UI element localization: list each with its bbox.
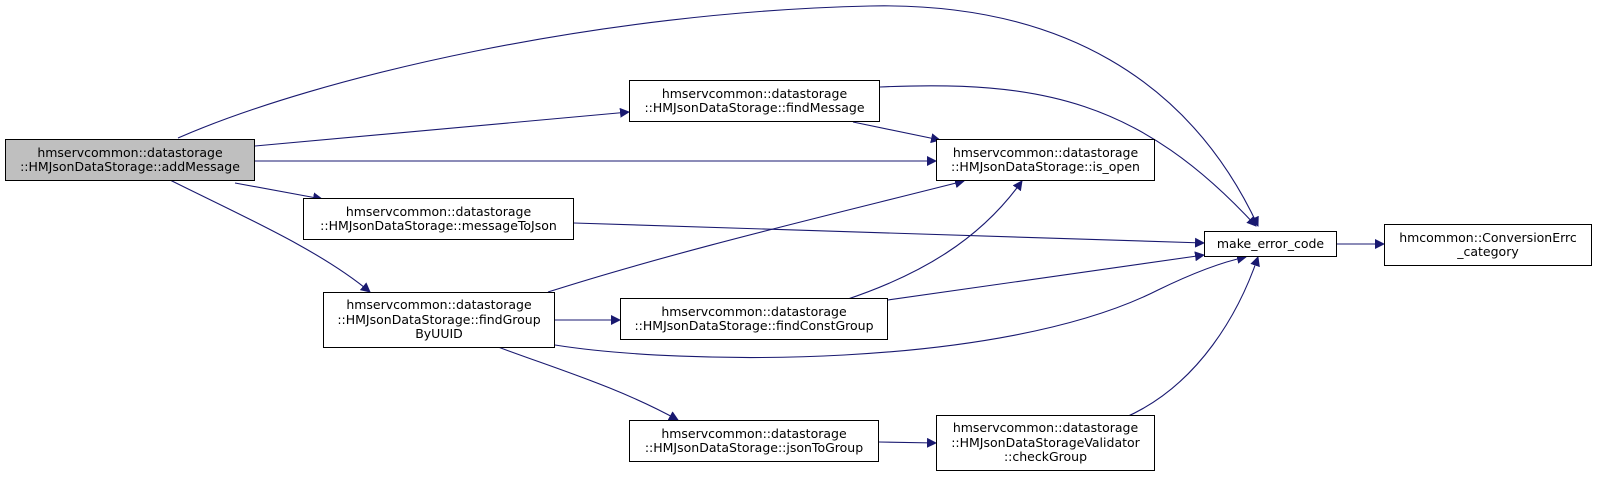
node-conversion_errc[interactable]: hmcommon::ConversionErrc_category — [1384, 224, 1592, 266]
node-findConstGroup[interactable]: hmservcommon::datastorage::HMJsonDataSto… — [620, 298, 888, 340]
edge-findGroupByUUID-to-make_error_code — [554, 253, 1247, 359]
node-checkGroup[interactable]: hmservcommon::datastorage::HMJsonDataSto… — [936, 415, 1155, 471]
node-label-line: ::HMJsonDataStorage::messageToJson — [320, 218, 557, 233]
edge-messageToJson-to-make_error_code — [573, 222, 1205, 248]
node-label-line: hmservcommon::datastorage — [346, 297, 532, 313]
edge-addMessage-to-findGroupByUUID — [169, 179, 371, 293]
node-jsonToGroup[interactable]: hmservcommon::datastorage::HMJsonDataSto… — [629, 420, 879, 462]
node-label-line: ::HMJsonDataStorage::findMessage — [644, 100, 865, 115]
edge-checkGroup-to-make_error_code — [1123, 256, 1260, 419]
node-label-line: ::HMJsonDataStorage::jsonToGroup — [644, 440, 864, 455]
node-addMessage[interactable]: hmservcommon::datastorage::HMJsonDataSto… — [5, 139, 255, 181]
node-label-line: make_error_code — [1216, 235, 1325, 251]
node-label-line: ::HMJsonDataStorageValidator — [951, 434, 1140, 450]
edge-findMessage-to-make_error_code — [879, 85, 1257, 227]
edge-findConstGroup-to-is_open — [844, 180, 1023, 301]
node-label-line: hmservcommon::datastorage — [345, 203, 532, 219]
node-label-line: hmservcommon::datastorage — [661, 303, 847, 319]
edge-addMessage-to-findMessage — [254, 107, 630, 147]
edge-findGroupByUUID-to-jsonToGroup — [497, 346, 679, 421]
node-make_error_code[interactable]: make_error_code — [1204, 231, 1337, 257]
node-label-line: hmcommon::ConversionErrc — [1399, 229, 1577, 245]
node-label-line: ByUUID — [415, 326, 463, 342]
node-label-line: hmservcommon::datastorage — [952, 144, 1139, 160]
node-label-line: ::HMJsonDataStorage::addMessage — [20, 159, 240, 174]
node-label-line: hmservcommon::datastorage — [661, 425, 847, 441]
edge-addMessage-to-messageToJson — [234, 182, 323, 203]
node-label-line: ::HMJsonDataStorage::is_open — [951, 159, 1140, 174]
node-label-line: ::checkGroup — [1003, 449, 1088, 465]
node-messageToJson[interactable]: hmservcommon::datastorage::HMJsonDataSto… — [303, 198, 574, 240]
node-findGroupByUUID[interactable]: hmservcommon::datastorage::HMJsonDataSto… — [323, 292, 555, 348]
edge-jsonToGroup-to-checkGroup — [878, 437, 937, 448]
edge-findConstGroup-to-make_error_code — [887, 251, 1205, 301]
node-label-line: _category — [1457, 244, 1519, 259]
node-label-line: hmservcommon::datastorage — [661, 85, 848, 101]
node-label-line: hmservcommon::datastorage — [952, 420, 1139, 436]
node-label-line: ::HMJsonDataStorage::findGroup — [337, 311, 541, 327]
node-label-line: ::HMJsonDataStorage::findConstGroup — [634, 318, 874, 333]
edge-findGroupByUUID-to-is_open — [547, 178, 965, 293]
edge-findMessage-to-is_open — [852, 121, 941, 144]
node-is_open[interactable]: hmservcommon::datastorage::HMJsonDataSto… — [936, 139, 1155, 181]
node-findMessage[interactable]: hmservcommon::datastorage::HMJsonDataSto… — [629, 80, 880, 122]
node-label-line: hmservcommon::datastorage — [37, 144, 223, 160]
edge-addMessage-to-make_error_code — [177, 5, 1259, 227]
